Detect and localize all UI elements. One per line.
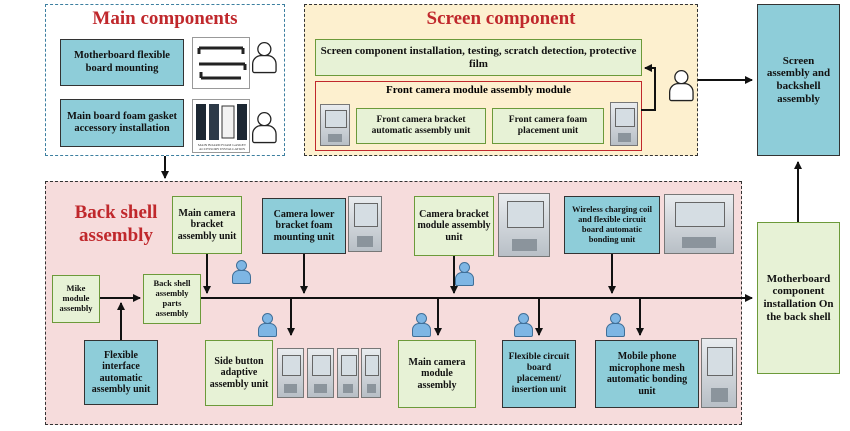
side-button-machine-image-2	[307, 348, 334, 398]
front-foam-machine-image	[610, 102, 638, 146]
main-components-title: Main components	[92, 8, 238, 29]
screen-component-section: Screen component Screen component instal…	[304, 4, 698, 156]
side-button-machine-image-1	[277, 348, 304, 398]
foam-gasket-box: Main board foam gasket accessory install…	[60, 99, 184, 147]
screen-install-test-box: Screen component installation, testing, …	[315, 39, 642, 76]
side-button-machine-image-3	[337, 348, 359, 398]
camera-lower-bracket-machine-image	[348, 196, 382, 252]
front-foam-unit-box: Front camera foam placement unit	[492, 108, 604, 144]
screen-component-title: Screen component	[426, 8, 576, 29]
flex-circuit-placement-box: Flexible circuit board placement/ insert…	[502, 340, 576, 408]
foam-image-caption: MAIN BOARD FOAM GASKET ACCESSORY INSTALL…	[197, 143, 247, 151]
front-bracket-unit-box: Front camera bracket automatic assembly …	[356, 108, 486, 144]
camera-lower-bracket-box: Camera lower bracket foam mounting unit	[262, 198, 346, 254]
side-button-box: Side button adaptive assembly unit	[205, 340, 273, 406]
back-shell-parts-box: Back shell assembly parts assembly	[143, 274, 201, 324]
camera-bracket-module-machine-image	[498, 193, 550, 257]
front-camera-module-frame: Front camera module assembly module Fron…	[315, 81, 642, 151]
wireless-coil-machine-image	[664, 194, 734, 254]
back-shell-title: Back shell assembly	[74, 202, 158, 246]
screen-backshell-assembly-box: Screen assembly and backshell assembly	[757, 4, 840, 156]
side-button-machine-image-4	[361, 348, 381, 398]
front-bracket-machine-image	[320, 104, 350, 146]
wireless-coil-box: Wireless charging coil and flexible circ…	[564, 196, 660, 254]
flexible-interface-box: Flexible interface automatic assembly un…	[84, 340, 158, 405]
camera-bracket-module-box: Camera bracket module assembly unit	[414, 196, 494, 256]
foam-gasket-image: MAIN BOARD FOAM GASKET ACCESSORY INSTALL…	[192, 99, 250, 153]
flex-board-mounting-box: Motherboard flexible board mounting	[60, 39, 184, 86]
microphone-mesh-box: Mobile phone microphone mesh automatic b…	[595, 340, 699, 408]
microphone-mesh-machine-image	[701, 338, 737, 408]
foam-gasket-drawing	[196, 104, 247, 140]
main-camera-bracket-box: Main camera bracket assembly unit	[172, 196, 242, 254]
flex-cable-drawing	[197, 46, 247, 80]
front-camera-module-title: Front camera module assembly module	[386, 84, 571, 96]
main-camera-module-box: Main camera module assembly	[398, 340, 476, 408]
motherboard-installation-box: Motherboard component installation On th…	[757, 222, 840, 374]
main-components-section: Main components Motherboard flexible boa…	[45, 4, 285, 156]
mike-module-box: Mike module assembly	[52, 275, 100, 323]
flex-board-image	[192, 37, 250, 89]
